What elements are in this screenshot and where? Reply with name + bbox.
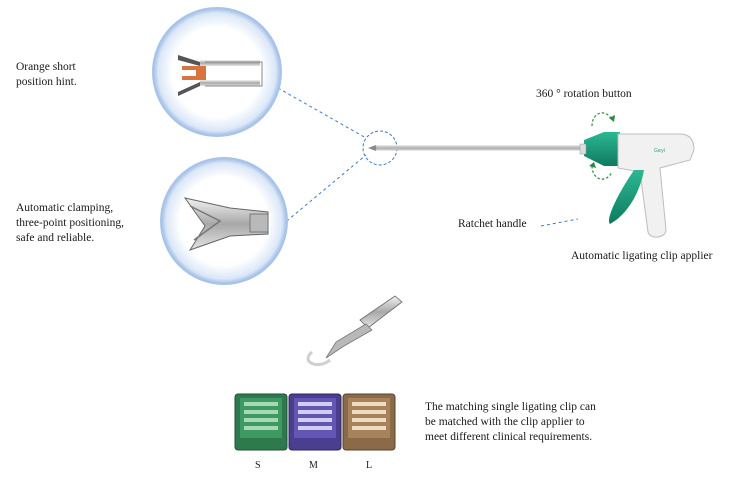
svg-text:Geyi: Geyi	[654, 148, 665, 154]
clamping-label: Automatic clamping, three-point position…	[16, 202, 124, 244]
zoom-circle-clamping	[160, 157, 288, 285]
rotation-button	[579, 132, 620, 166]
orange-position-hint-icon	[182, 66, 206, 80]
instrument-shaft	[368, 145, 587, 151]
matching-clip-description: The matching single ligating clip can be…	[425, 401, 596, 443]
clip-size-label-l: L	[366, 460, 373, 471]
zoom-circle-orange-hint	[152, 7, 282, 137]
connector-lines	[277, 87, 579, 227]
clip-cartridge-l	[342, 393, 396, 451]
clip-cartridge-s	[234, 393, 288, 451]
rotation-button-label: 360 ° rotation button	[536, 88, 632, 100]
clip-size-label-s: S	[255, 460, 261, 471]
applier-handle: Geyi	[609, 133, 695, 238]
clip-size-label-m: M	[309, 460, 318, 471]
ratchet-handle-label: Ratchet handle	[458, 218, 527, 230]
clip-cartridge-m	[288, 393, 342, 451]
clip-applier-tip-image	[306, 295, 403, 366]
orange-hint-label: Orange short position hint.	[16, 61, 77, 88]
product-name-label: Automatic ligating clip applier	[571, 250, 713, 262]
